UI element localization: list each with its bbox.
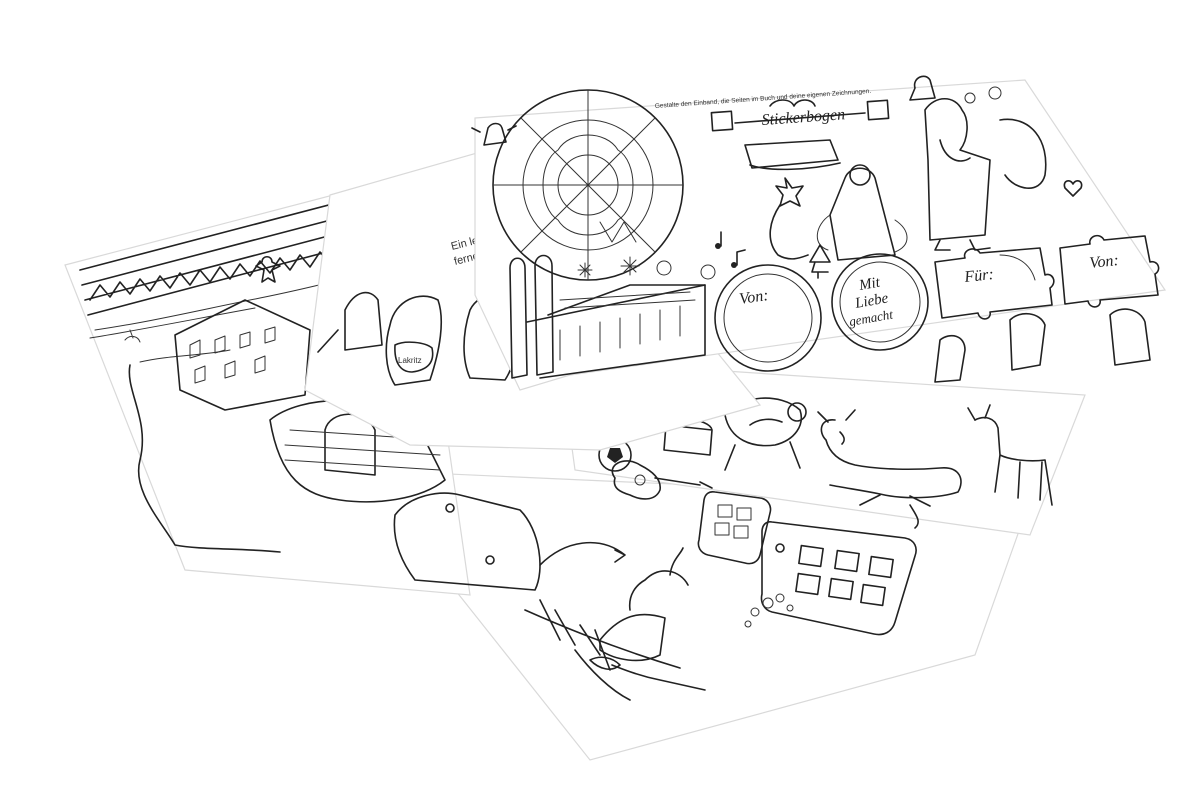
fuer-puzzle-label: Für:: [963, 266, 995, 286]
von-circle-label: Von:: [738, 287, 769, 308]
candy-bag-figure: Lakritz: [385, 295, 443, 386]
fuer-puzzle-tag: Für:: [934, 247, 1055, 320]
mandala-drawing: [492, 89, 684, 281]
bubbles-drawing: [744, 593, 794, 628]
angel-sticker: [816, 164, 908, 261]
heart-drawing: [1063, 179, 1083, 197]
sheet-right-edge: [934, 308, 1151, 383]
shepherd-figure: [317, 291, 383, 353]
mit-liebe-line-1: Mit: [857, 274, 882, 294]
church-drawing: [509, 254, 706, 379]
phone-drawing: [697, 491, 772, 565]
cow-drawing: [817, 409, 962, 529]
sticker-title: Stickerbogen: [761, 106, 846, 129]
von-puzzle-tag: Von:: [1059, 234, 1160, 308]
ornament-small: [124, 329, 141, 343]
von-puzzle-label: Von:: [1089, 252, 1120, 272]
guitar-drawing: [611, 460, 713, 500]
tree-drawing: [809, 244, 831, 279]
crib-drawing: [724, 397, 807, 471]
small-angel-drawing: [471, 122, 517, 146]
mit-liebe-line-2: Liebe: [853, 290, 890, 312]
candle-drawing: [524, 547, 706, 701]
bell-drawing: [909, 75, 1002, 104]
music-notes-drawing: [715, 231, 746, 268]
sheet-sticker: Gestalte den Einband, die Seiten im Buch…: [471, 75, 1167, 391]
sticker-title-banner: Stickerbogen: [710, 99, 890, 132]
donkey-drawing: [967, 404, 1053, 506]
von-circle-tag: Von:: [714, 264, 822, 372]
snowflakes-drawing: [577, 256, 716, 280]
sled-drawing: [744, 139, 841, 171]
house-drawing: [174, 299, 311, 411]
candy-bag-label: Lakritz: [398, 356, 422, 365]
tablet-drawing: [760, 521, 917, 636]
gingerbread-drawing: [255, 255, 281, 283]
angel-figure: [393, 492, 541, 591]
comet-drawing: [769, 177, 809, 260]
shooting-star-drawing: [539, 541, 626, 566]
santa-drawing: [924, 97, 1047, 251]
